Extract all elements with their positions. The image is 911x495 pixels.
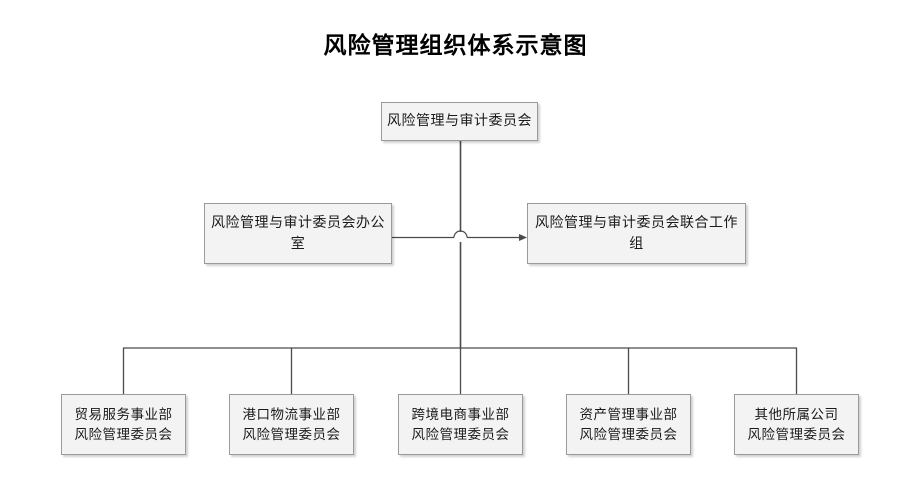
node-other-subsidiaries[interactable]: 其他所属公司 风险管理委员会 <box>734 394 859 455</box>
page-title: 风险管理组织体系示意图 <box>323 32 588 58</box>
node-cross-border-ecommerce-division[interactable]: 跨境电商事业部 风险管理委员会 <box>398 394 523 455</box>
node-port-logistics-division[interactable]: 港口物流事业部 风险管理委员会 <box>229 394 354 455</box>
node-asset-management-division[interactable]: 资产管理事业部 风险管理委员会 <box>566 394 691 455</box>
node-committee-office[interactable]: 风险管理与审计委员会办公室 <box>204 203 392 264</box>
node-joint-working-group[interactable]: 风险管理与审计委员会联合工作组 <box>527 203 746 264</box>
line-hop-arc <box>453 230 468 238</box>
node-trade-service-division[interactable]: 贸易服务事业部 风险管理委员会 <box>61 394 186 455</box>
node-risk-audit-committee[interactable]: 风险管理与审计委员会 <box>381 102 538 141</box>
mid-link-arrowhead <box>519 234 527 241</box>
